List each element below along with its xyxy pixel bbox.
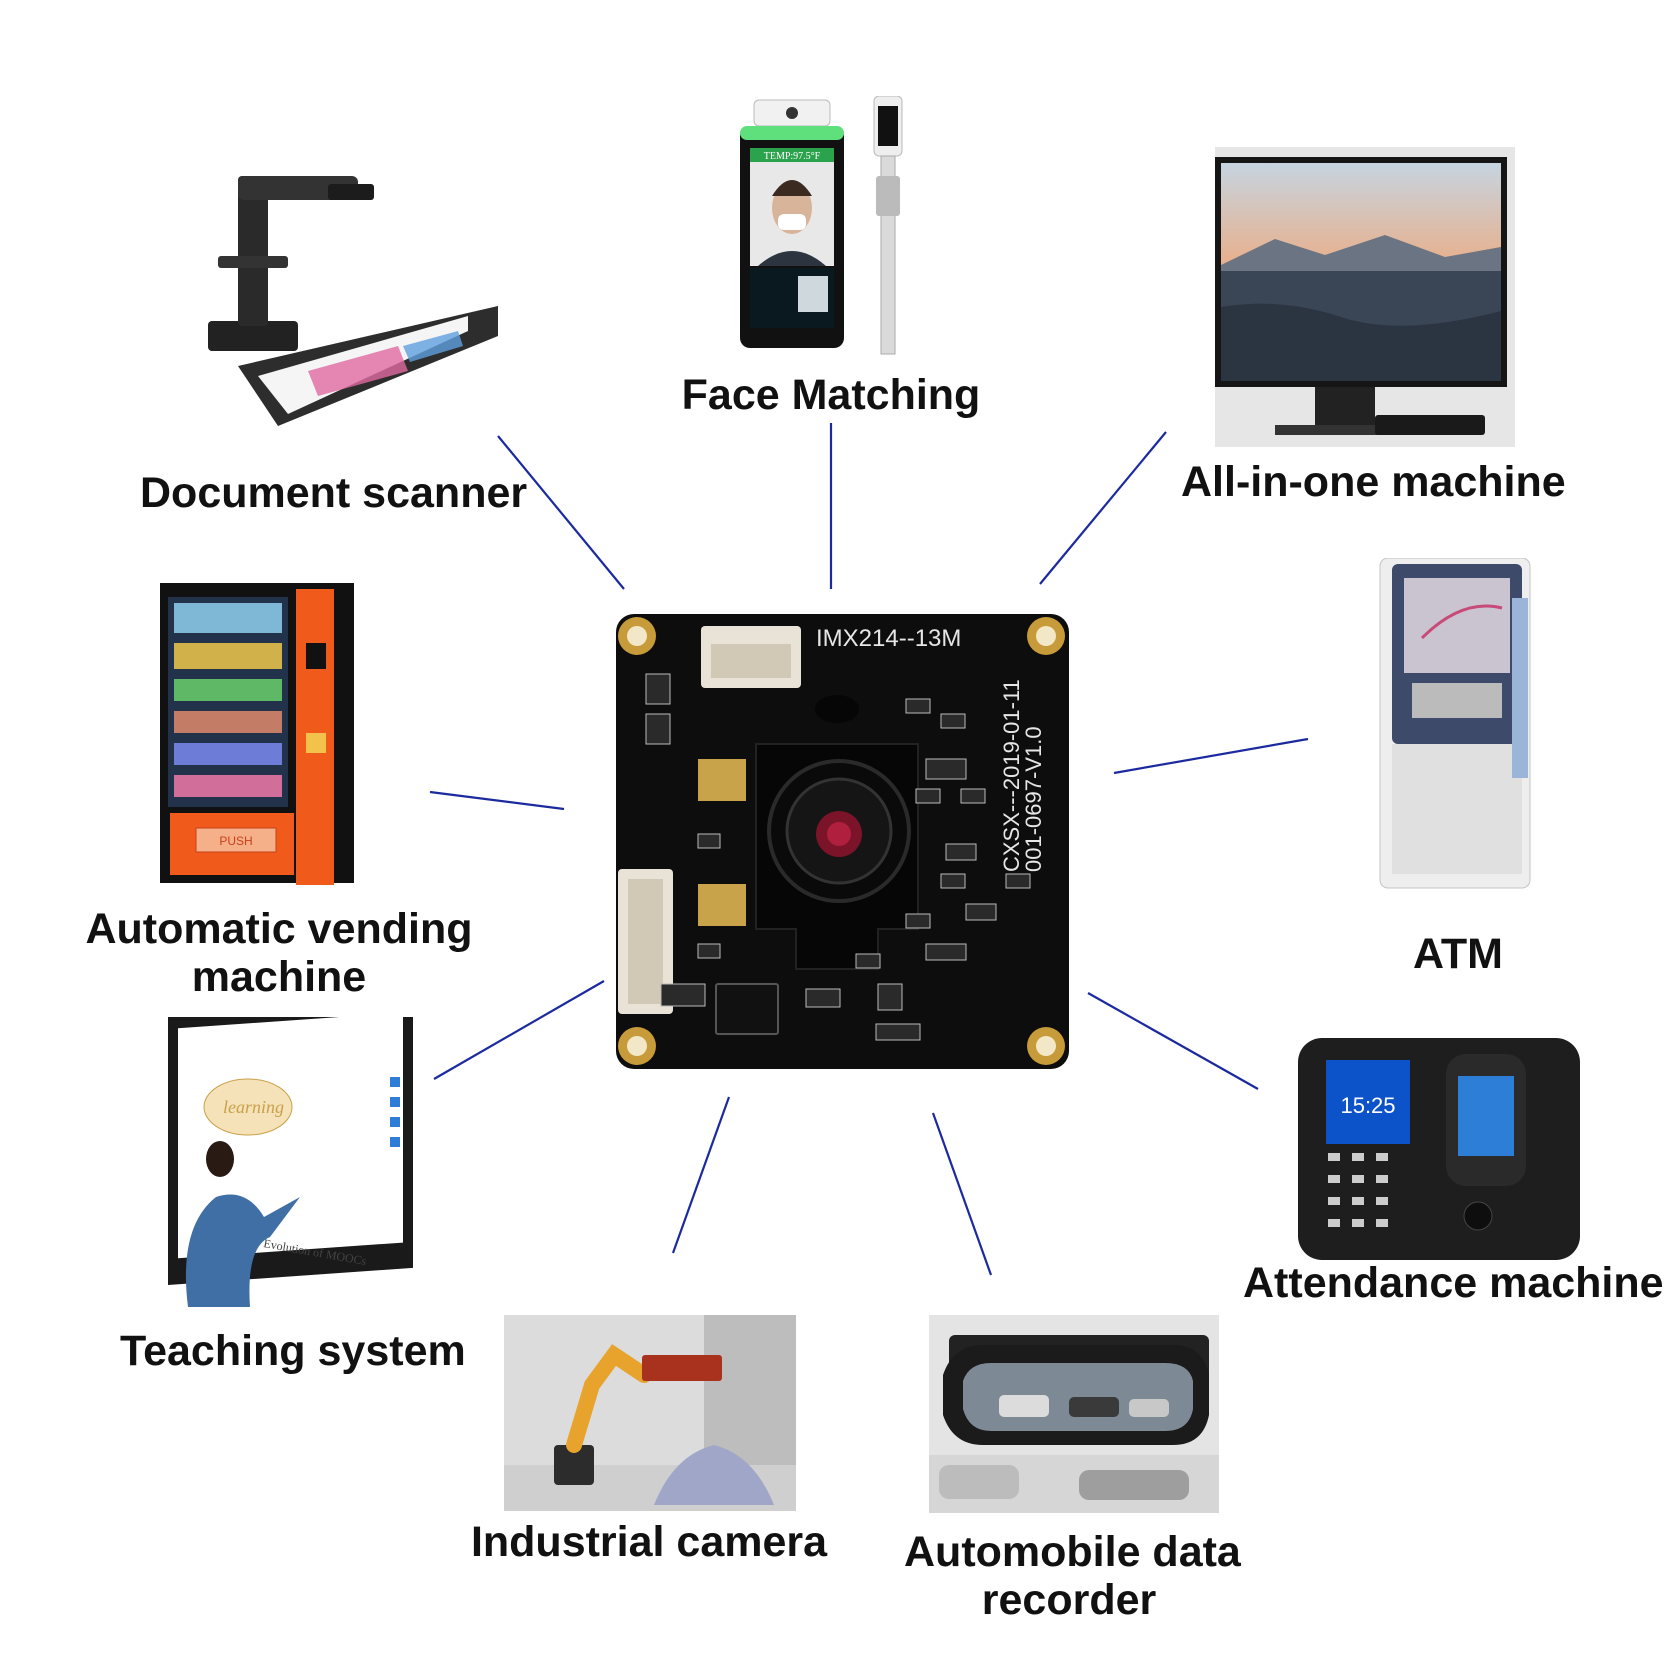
vending-machine-image: PUSH bbox=[160, 583, 354, 885]
face-matching-image: TEMP:97.5°F bbox=[740, 96, 903, 355]
label-vending-line1: Automatic vending bbox=[85, 905, 473, 953]
label-automobile-line2: recorder bbox=[981, 1576, 1157, 1624]
camera-module-pcb: IMX214--13M 001-0697-V1.0 CXSX---2019-01… bbox=[616, 614, 1069, 1069]
connector-atm bbox=[1113, 737, 1309, 775]
automobile-recorder-image bbox=[929, 1315, 1219, 1513]
connector-vending bbox=[429, 790, 565, 811]
attendance-clock-text: 15:25 bbox=[1340, 1093, 1395, 1118]
label-face-matching: Face Matching bbox=[681, 371, 981, 419]
connector-teaching bbox=[433, 980, 605, 1080]
pcb-date-text: CXSX---2019-01-11 bbox=[999, 679, 1024, 872]
all-in-one-image bbox=[1215, 147, 1515, 447]
vending-button-text: PUSH bbox=[219, 834, 252, 848]
label-atm: ATM bbox=[1413, 930, 1503, 978]
label-document-scanner: Document scanner bbox=[140, 469, 528, 517]
label-industrial-camera: Industrial camera bbox=[470, 1518, 828, 1566]
label-automobile-line1: Automobile data bbox=[904, 1528, 1241, 1576]
connector-automobile bbox=[931, 1112, 993, 1276]
label-vending-line2: machine bbox=[191, 953, 367, 1001]
label-teaching-system: Teaching system bbox=[120, 1327, 466, 1375]
label-all-in-one: All-in-one machine bbox=[1181, 458, 1566, 506]
document-scanner-image bbox=[208, 176, 498, 426]
atm-image bbox=[1379, 558, 1531, 889]
pcb-part-text: 001-0697-V1.0 bbox=[1021, 726, 1046, 872]
connector-industrial bbox=[671, 1096, 731, 1254]
attendance-machine-image: 15:25 bbox=[1298, 1038, 1580, 1260]
connector-document-scanner bbox=[497, 435, 625, 590]
label-attendance: Attendance machine bbox=[1243, 1259, 1664, 1307]
teaching-system-image: learning Evolution of MOOCs bbox=[168, 1017, 413, 1307]
pcb-model-text: IMX214--13M bbox=[816, 625, 961, 652]
connector-attendance bbox=[1087, 992, 1259, 1090]
whiteboard-word-text: learning bbox=[223, 1097, 284, 1117]
industrial-camera-image bbox=[504, 1315, 796, 1511]
connector-all-in-one bbox=[1039, 431, 1167, 585]
face-banner-text: TEMP:97.5°F bbox=[764, 151, 821, 162]
